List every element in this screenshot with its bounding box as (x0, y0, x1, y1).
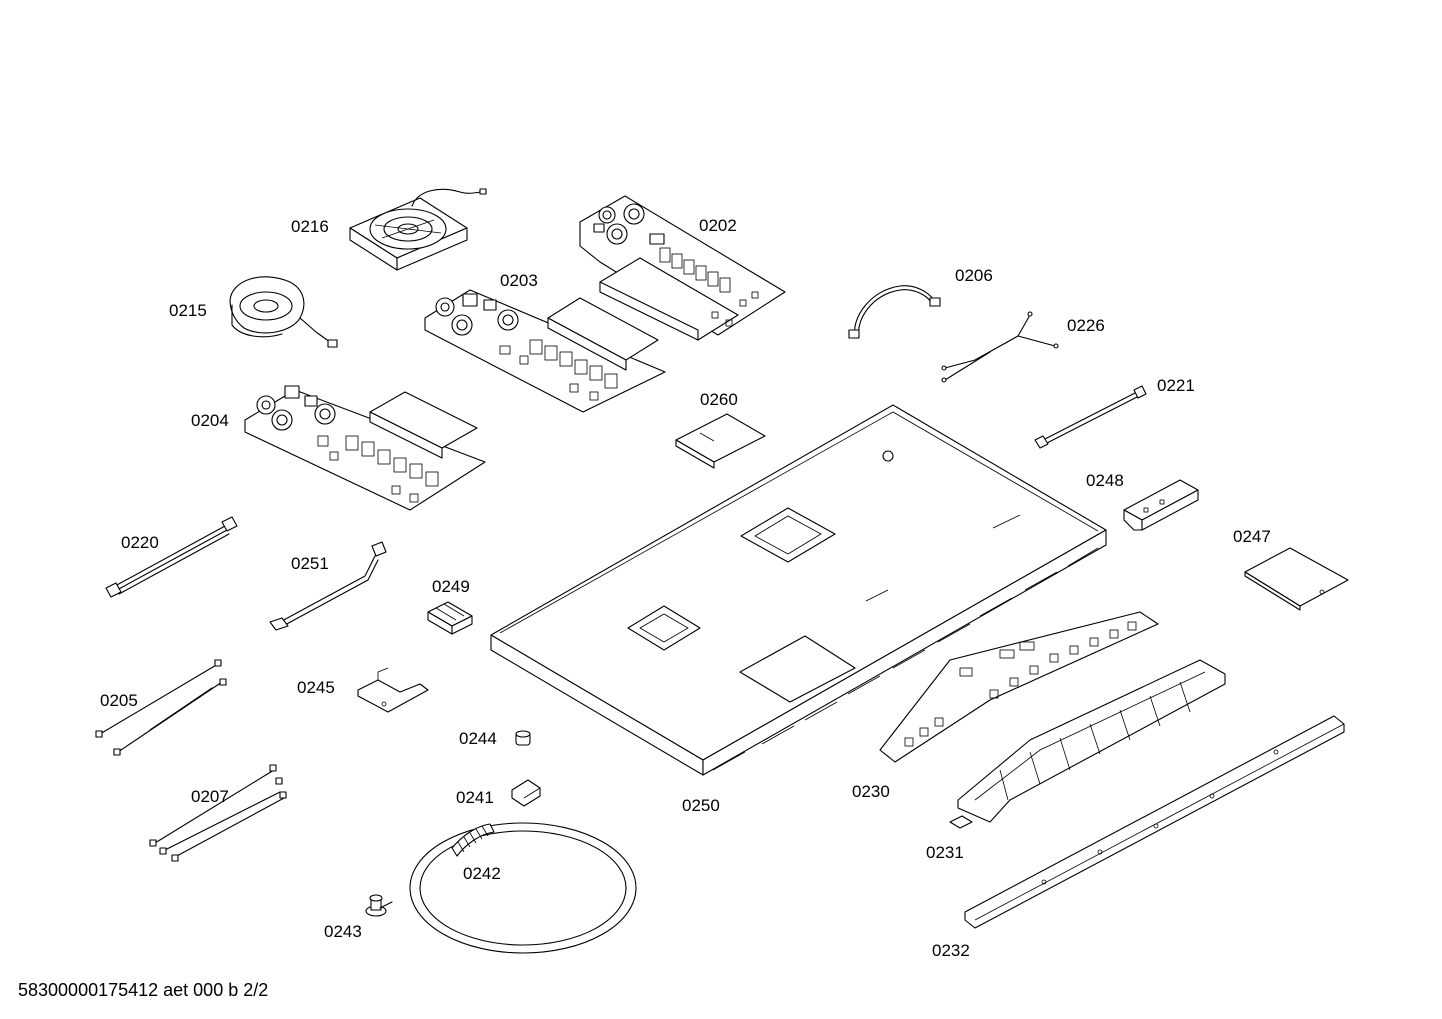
label-0245: 0245 (297, 678, 335, 697)
label-0216: 0216 (291, 217, 329, 236)
part-labels: 0216 0202 0203 0206 0215 0226 0221 0260 … (100, 216, 1271, 960)
part-0249-connector-drawing (427, 601, 473, 635)
label-0249: 0249 (432, 577, 470, 596)
part-0232-rail-drawing (964, 715, 1345, 929)
label-0207: 0207 (191, 787, 229, 806)
part-0204-board-drawing (244, 385, 486, 511)
part-0242-hose-drawing (409, 822, 637, 954)
label-0242: 0242 (463, 864, 501, 883)
part-0206-cable-drawing (848, 285, 941, 339)
part-0205-wire-drawing (95, 659, 227, 756)
label-0248: 0248 (1086, 471, 1124, 490)
label-0215: 0215 (169, 301, 207, 320)
label-0205: 0205 (100, 691, 138, 710)
label-0247: 0247 (1233, 527, 1271, 546)
part-0247-plate-drawing (1244, 547, 1349, 611)
part-0220-cable-drawing (105, 516, 238, 598)
label-0202: 0202 (699, 216, 737, 235)
label-0250: 0250 (682, 796, 720, 815)
part-0203-board-drawing (424, 289, 666, 413)
label-0220: 0220 (121, 533, 159, 552)
part-0216-fan-drawing (349, 188, 487, 271)
part-0230-control-board-drawing (879, 611, 1159, 763)
part-0260-plate-drawing (675, 413, 766, 469)
label-0221: 0221 (1157, 376, 1195, 395)
part-0250-tray-drawing (490, 404, 1107, 776)
part-0215-fan-housing-drawing (229, 276, 338, 348)
label-0251: 0251 (291, 554, 329, 573)
label-0244: 0244 (459, 729, 497, 748)
part-0221-cable-drawing (1034, 385, 1147, 449)
part-0244-cap-drawing (515, 730, 531, 746)
part-0245-bracket-drawing (357, 667, 429, 713)
part-0251-cable-drawing (269, 541, 387, 631)
part-0231-rail-drawing (949, 659, 1226, 829)
part-0202-board-drawing (579, 195, 786, 341)
part-0241-clip-drawing (511, 779, 541, 807)
label-0231: 0231 (926, 843, 964, 862)
label-0204: 0204 (191, 411, 229, 430)
part-0248-bracket-drawing (1123, 479, 1199, 531)
drawing-reference-footer: 58300000175412 aet 000 b 2/2 (18, 980, 269, 1000)
label-0230: 0230 (852, 782, 890, 801)
label-0226: 0226 (1067, 316, 1105, 335)
label-0232: 0232 (932, 941, 970, 960)
label-0206: 0206 (955, 266, 993, 285)
part-0226-wire-drawing (941, 311, 1059, 383)
label-0241: 0241 (456, 788, 494, 807)
part-0207-wire-drawing (149, 764, 287, 862)
label-0260: 0260 (700, 390, 738, 409)
label-0203: 0203 (500, 271, 538, 290)
label-0243: 0243 (324, 922, 362, 941)
part-0243-grommet-drawing (365, 894, 393, 917)
